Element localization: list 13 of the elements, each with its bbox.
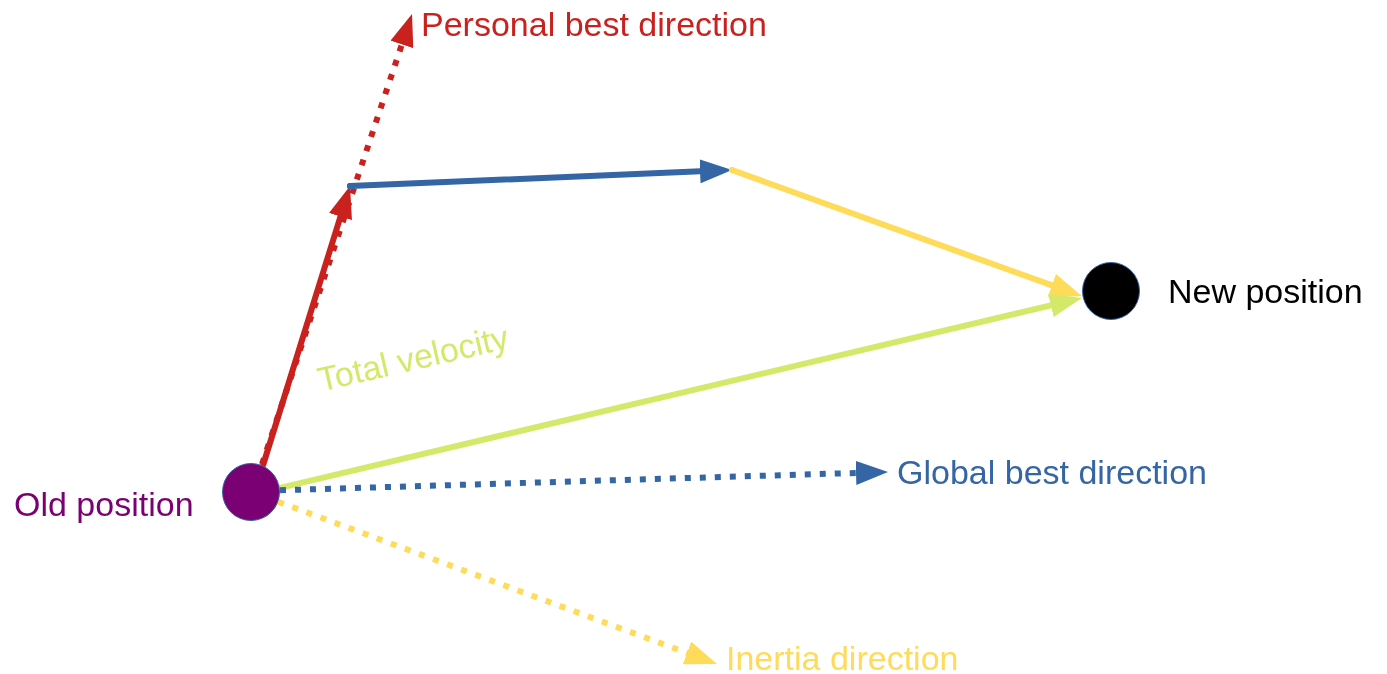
dotted-arrow [259,14,414,466]
arrow [277,293,1082,491]
arrow [260,186,352,468]
edge-label: Total velocity [313,316,513,400]
dotted-arrow [279,460,888,494]
junction-point [729,167,735,173]
position-label: New position [1168,271,1363,311]
direction-label: Inertia direction [717,638,959,674]
junction-point [347,183,353,189]
position-label: Old position [14,484,194,524]
direction-label: Global best direction [888,452,1207,492]
direction-label: Personal best direction [412,4,767,44]
dotted-arrow [277,499,717,665]
